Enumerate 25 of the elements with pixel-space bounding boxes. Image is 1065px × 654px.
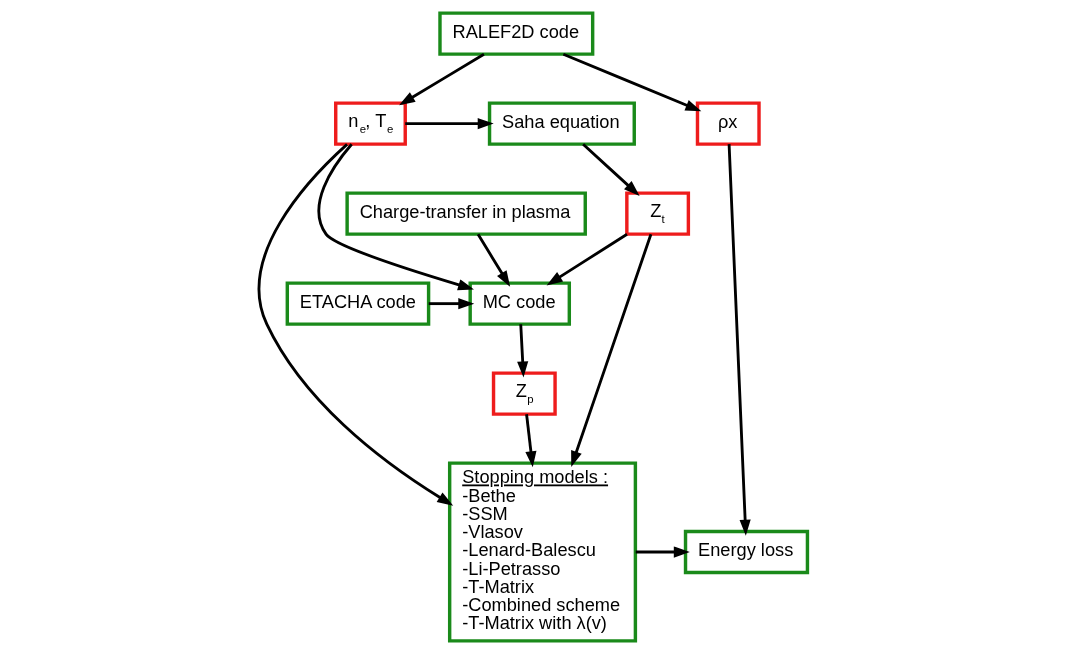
arrow [257, 143, 453, 506]
node-box: n$_{e}$, T$_{e}$ [333, 101, 407, 146]
arrow [476, 233, 510, 287]
arrow [581, 143, 640, 196]
arrow [562, 52, 701, 112]
arrow [317, 143, 474, 291]
arrow [398, 53, 485, 106]
arrow [524, 414, 536, 468]
node-box: Energy loss [683, 529, 809, 575]
node-box: Charge-transfer in plasma [344, 191, 587, 236]
arrow [727, 144, 751, 536]
arrow [428, 298, 474, 310]
node-box: Z$_{t}$ [624, 191, 690, 236]
node-box: Saha equation [487, 101, 636, 146]
arrow [546, 233, 628, 286]
arrow [516, 324, 528, 378]
node-box: ETACHA code [285, 281, 430, 326]
arrow [404, 118, 494, 130]
node-box: MC code [467, 281, 571, 326]
node-box: Stopping models : -Bethe -SSM -Vlasov -Lenard-Balescu -Li-Petrasso -T-Matrix -Combined scheme -T-Matrix with λ(v) [447, 461, 637, 643]
node-box: RALEF2D code [437, 11, 594, 56]
node-box: Z$_{p}$ [491, 371, 557, 416]
arrow [635, 546, 690, 558]
node-box: ρx [695, 101, 761, 146]
arrow [570, 233, 652, 468]
